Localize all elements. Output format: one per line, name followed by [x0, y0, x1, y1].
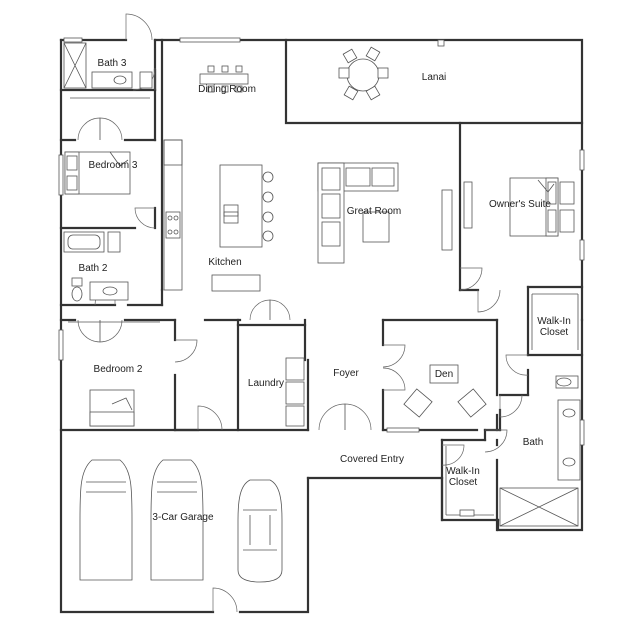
- label-bedroom3: Bedroom 3: [89, 160, 138, 171]
- label-walkin-closet-2-line1: Walk-In: [446, 466, 480, 477]
- label-foyer: Foyer: [333, 368, 359, 379]
- label-great-room: Great Room: [347, 206, 401, 217]
- label-laundry: Laundry: [248, 378, 284, 389]
- label-garage: 3-Car Garage: [152, 512, 214, 523]
- room-labels: Bath 3 Dining Room Lanai Bedroom 3 Great…: [79, 58, 571, 523]
- interior-walls: [59, 38, 584, 532]
- label-kitchen: Kitchen: [208, 257, 241, 268]
- label-covered-entry: Covered Entry: [340, 454, 404, 465]
- label-lanai: Lanai: [422, 72, 446, 83]
- label-walkin-closet-1-line1: Walk-In: [537, 316, 571, 327]
- fixtures: [63, 42, 581, 583]
- label-den: Den: [435, 369, 453, 380]
- label-owners-suite: Owner's Suite: [489, 199, 551, 210]
- label-walkin-closet-1-line2: Closet: [540, 327, 569, 338]
- windows: [58, 37, 585, 446]
- door-swings: [77, 13, 529, 613]
- label-bath: Bath: [523, 437, 544, 448]
- label-bath2: Bath 2: [79, 263, 108, 274]
- den-label-box: [429, 364, 459, 384]
- label-bath3: Bath 3: [98, 58, 127, 69]
- label-dining-room: Dining Room: [198, 84, 256, 95]
- label-walkin-closet-2-line2: Closet: [449, 477, 478, 488]
- label-bedroom2: Bedroom 2: [94, 364, 143, 375]
